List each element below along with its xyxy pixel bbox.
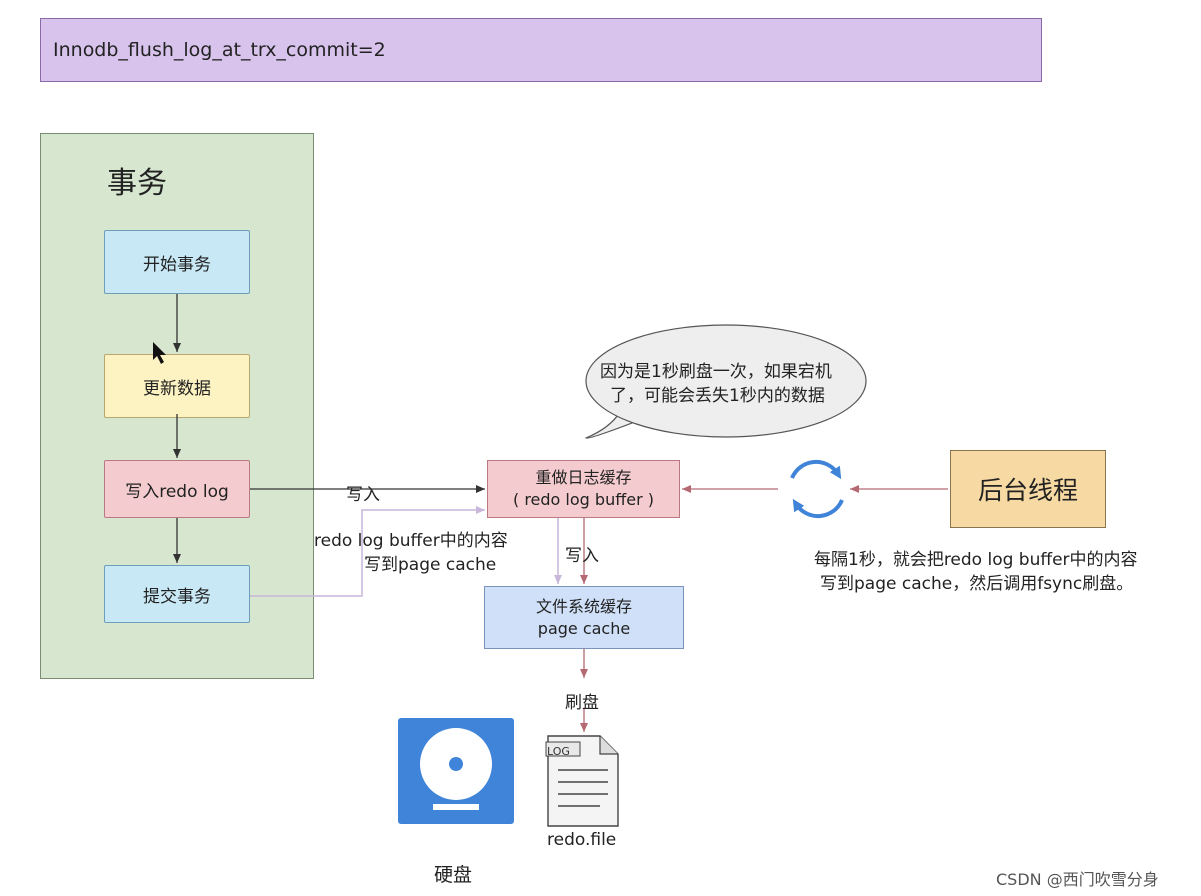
buffer-title: 重做日志缓存 (535, 468, 632, 487)
step-label: 写入redo log (125, 481, 229, 502)
step-begin-transaction: 开始事务 (104, 230, 250, 294)
page-cache-box: 文件系统缓存 page cache (484, 586, 684, 649)
background-thread-box: 后台线程 (950, 450, 1106, 528)
label-redo-to-cache-1: redo log buffer中的内容 (314, 531, 508, 551)
step-label: 开始事务 (143, 254, 211, 275)
arrow-commit-to-buffer (250, 506, 485, 597)
transaction-title: 事务 (107, 166, 167, 201)
watermark: CSDN @西门吹雪分身 (996, 870, 1159, 889)
header-text: Innodb_flush_log_at_trx_commit=2 (53, 39, 386, 61)
label-redo-file: redo.file (547, 830, 617, 850)
buffer-subtitle: ( redo log buffer ) (513, 490, 654, 509)
label-redo-to-cache-2: 写到page cache (364, 555, 497, 575)
mouse-cursor-icon (153, 342, 166, 364)
bubble-text-1: 因为是1秒刷盘一次，如果宕机 (600, 362, 832, 382)
label-write-in: 写入 (346, 485, 380, 505)
label-flush: 刷盘 (565, 693, 599, 713)
refresh-cycle-icon (790, 459, 844, 519)
cache-subtitle: page cache (537, 618, 631, 638)
label-thread-note-1: 每隔1秒，就会把redo log buffer中的内容 (814, 550, 1138, 570)
step-commit-transaction: 提交事务 (104, 565, 250, 623)
bubble-text-2: 了，可能会丢失1秒内的数据 (610, 386, 825, 406)
header-bar: Innodb_flush_log_at_trx_commit=2 (40, 18, 1042, 82)
hard-disk-icon (398, 718, 514, 824)
label-disk: 硬盘 (434, 864, 473, 886)
redo-log-buffer-box: 重做日志缓存 ( redo log buffer ) (487, 460, 680, 518)
step-label: 提交事务 (143, 586, 211, 607)
cache-title: 文件系统缓存 (535, 596, 632, 616)
log-file-icon (545, 735, 619, 827)
label-thread-note-2: 写到page cache，然后调用fsync刷盘。 (820, 574, 1134, 594)
thread-label: 后台线程 (977, 476, 1078, 505)
step-write-redo-log: 写入redo log (104, 460, 250, 518)
step-update-data: 更新数据 (104, 354, 250, 418)
speech-bubble (584, 324, 867, 439)
label-write-in-2: 写入 (565, 546, 599, 566)
log-tag-label: LOG (547, 745, 570, 758)
step-label: 更新数据 (143, 378, 211, 399)
